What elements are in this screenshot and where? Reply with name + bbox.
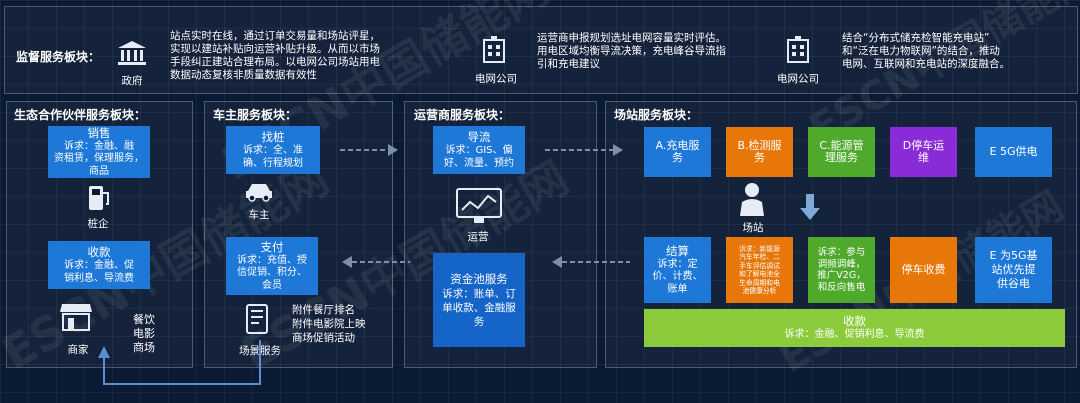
find-pile-box: 找桩 诉求：全、准确、行程规划 — [226, 126, 320, 174]
owner-label: 车主 — [248, 209, 270, 221]
arrow-owner-to-operator — [340, 144, 398, 156]
grid1-desc: 运营商申报规划选址电网容量实时评估。用电区域均衡导流决策，充电峰谷导流指引和充电… — [537, 32, 726, 70]
gov-desc: 站点实时在线，通过订单交易量和场站评星，实现以建站补贴向运营补贴升级。从而以市场… — [170, 30, 380, 81]
merchant-label: 商家 — [67, 344, 89, 356]
supervision-panel — [4, 6, 1078, 94]
operations-icon — [456, 188, 502, 223]
energy-box: 诉求：参与调频调峰， 推广V2G，和反向售电 — [808, 237, 875, 303]
arrow-operator-to-owner — [342, 256, 410, 268]
scene-icon — [246, 304, 268, 334]
detect-box: 诉求：新能源汽车年检、二手车评估调试 和了解电池全生命周期和电池健康分析 — [726, 237, 793, 303]
charging-pile-icon — [89, 186, 109, 210]
charger-label: 桩企 — [87, 218, 109, 230]
arrow-owner-to-eco — [98, 340, 261, 385]
station-person-icon — [740, 183, 764, 216]
station-label: 场站 — [742, 222, 764, 234]
station-title: 场站服务板块： — [614, 108, 699, 122]
owner-title: 车主服务板块： — [213, 108, 298, 122]
arrow-operator-to-station — [545, 144, 623, 156]
down-arrow-icon — [800, 194, 820, 220]
income-box: 收款 诉求：金融、促销利息、导流费 — [48, 241, 150, 289]
service-c: C.能源管 理服务 — [808, 127, 875, 177]
shop-icon — [60, 304, 92, 331]
power-company-icon — [787, 36, 809, 63]
parking-fee-box: 停车收费 — [890, 237, 957, 303]
grid2-label: 电网公司 — [777, 73, 819, 85]
fund-pool-box: 资金池服务 诉求：账单、订单收款、金融服务 — [433, 253, 525, 347]
collect-bar: 收款 诉求：金融、促销利息、导流费 — [644, 309, 1065, 347]
grid2-desc: 结合“分布式储充检智能充电站”和“泛在电力物联网”的结合，推动电网、互联网和充电… — [842, 32, 1010, 70]
arrow-station-to-operator — [552, 256, 630, 268]
service-b: B.检测服 务 — [726, 127, 793, 177]
service-a: A.充电服 务 — [644, 127, 711, 177]
eco-title: 生态合作伙伴服务板块： — [14, 108, 147, 122]
pay-box: 支付 诉求：充值、授信促销、积分、会员 — [226, 237, 318, 295]
service-e: E 5G供电 — [975, 127, 1052, 177]
power-company-icon — [483, 36, 505, 63]
operator-title: 运营商服务板块： — [414, 108, 511, 122]
settle-box: 结算 诉求：定价、计费、账单 — [644, 237, 711, 303]
grid1-label: 电网公司 — [475, 73, 517, 85]
supervision-title: 监督服务板块： — [16, 50, 101, 64]
sales-box: 销售 诉求：金融、融资租赁，保理服务，商品 — [48, 126, 150, 178]
gov-label: 政府 — [121, 75, 143, 87]
fiveg-box: E 为5G基 站优先提 供谷电 — [975, 237, 1052, 303]
merchant-types: 餐饮电影商场 — [133, 313, 155, 354]
car-icon — [246, 184, 272, 202]
service-d: D停车运 维 — [890, 127, 957, 177]
guide-box: 导流 诉求：GIS、偏好、流量、预约 — [433, 126, 525, 174]
government-icon — [118, 41, 146, 65]
scene-desc: 附件餐厅排名附件电影院上映商场促销活动 — [292, 304, 366, 344]
ops-label: 运营 — [467, 231, 489, 243]
